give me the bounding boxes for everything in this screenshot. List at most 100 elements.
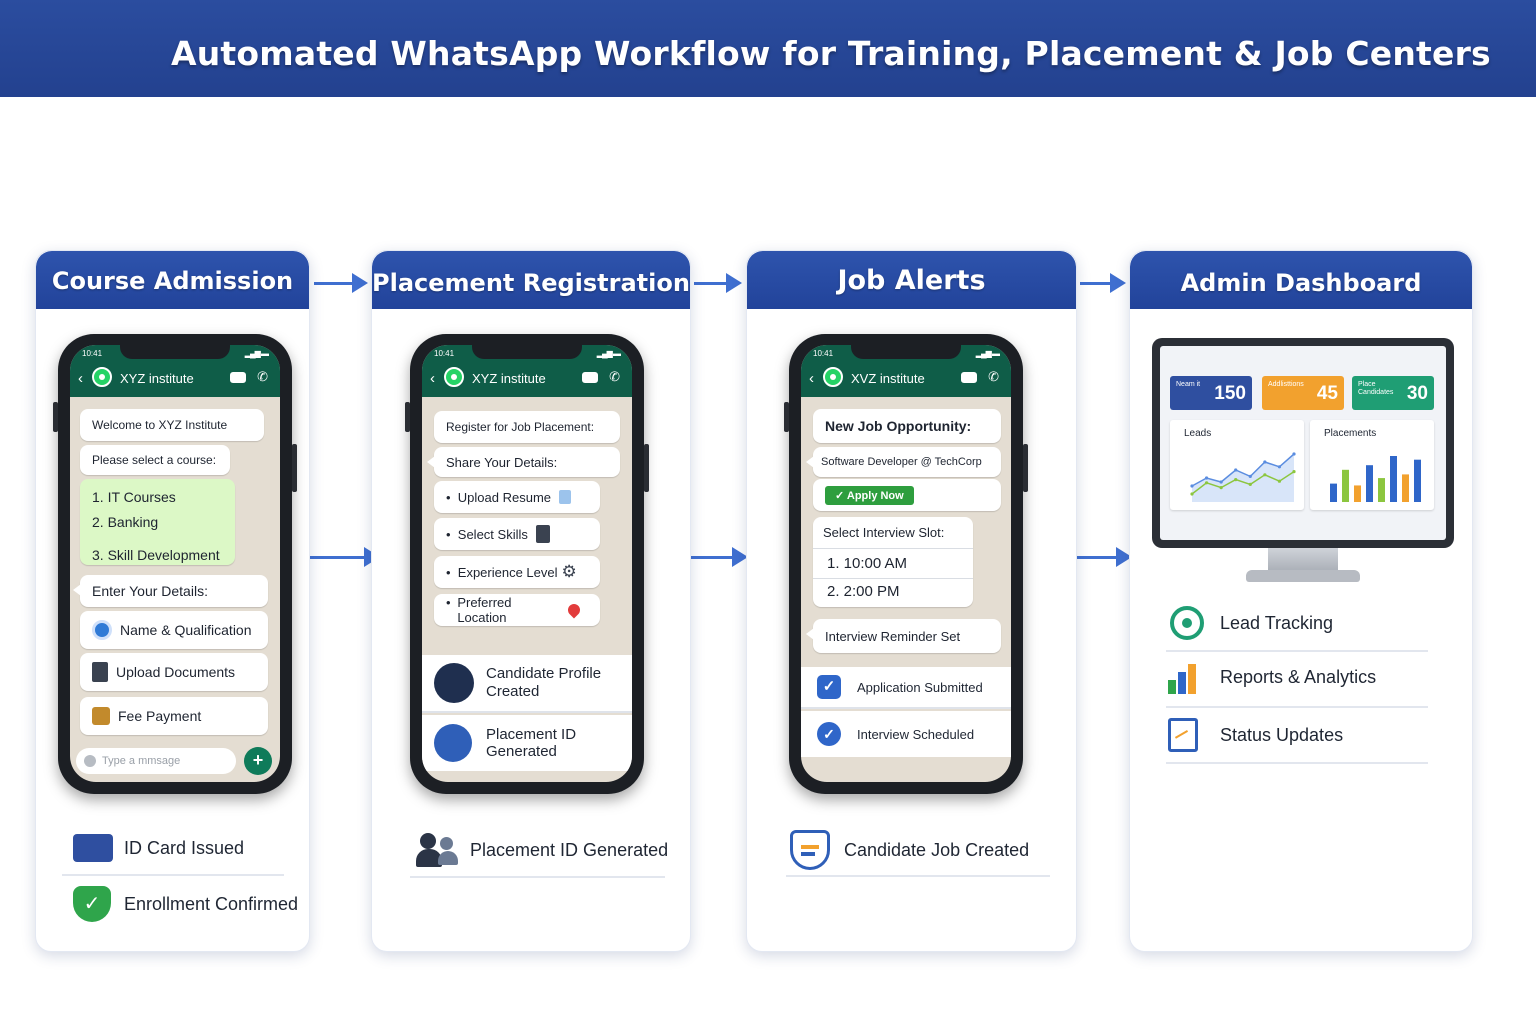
- job-title-message: Software Developer @ TechCorp: [806, 447, 1001, 477]
- reminder-text: Interview Reminder Set: [825, 628, 961, 644]
- user-plus-icon: [92, 620, 112, 640]
- placement-phone: 10:41 ▂▄▆ ▬ ‹ XYZ institute ✆ Register f…: [405, 334, 649, 794]
- job-alerts-phone: 10:41 ▂▄▆ ▬ ‹ XVZ institute ✆ New Job Op…: [784, 334, 1028, 794]
- flow-arrow-top-1: [314, 273, 368, 293]
- clipboard-chart-icon: [1168, 718, 1198, 752]
- status-time: 10:41: [434, 349, 455, 358]
- placement-id-generated-item: Placement ID Generated: [416, 833, 668, 867]
- send-button[interactable]: +: [244, 747, 272, 775]
- bar-chart-icon: [1168, 660, 1204, 694]
- new-job-text: New Job Opportunity:: [825, 418, 972, 434]
- whatsapp-icon: [444, 367, 464, 387]
- apply-now-label: Apply Now: [846, 489, 904, 502]
- message-input[interactable]: Type a mmsage: [76, 748, 236, 774]
- placements-bar: [1330, 483, 1337, 502]
- location-pin-icon: [565, 601, 583, 619]
- stat-value: 30: [1406, 383, 1428, 404]
- job-alerts-title: Job Alerts: [837, 265, 986, 296]
- upload-documents-option[interactable]: Upload Documents: [80, 653, 268, 691]
- candidate-job-created-label: Candidate Job Created: [844, 839, 1030, 860]
- select-skills-label: Select Skills: [457, 526, 528, 542]
- preferred-location-label: Preferred Location: [457, 595, 512, 625]
- back-icon[interactable]: ‹: [809, 370, 814, 387]
- admin-dashboard-header: Admin Dashboard: [1130, 251, 1472, 309]
- phone-screen: 10:41 ▂▄▆ ▬ ‹ XYZ institute ✆ Welcome to…: [70, 345, 280, 782]
- fee-payment-label: Fee Payment: [118, 708, 202, 724]
- divider: [410, 876, 665, 878]
- gear-icon: ⚙: [561, 562, 577, 581]
- placements-bar: [1414, 459, 1421, 502]
- whatsapp-header: 10:41 ▂▄▆ ▬ ‹ XYZ institute ✆: [70, 345, 280, 397]
- placements-bar: [1390, 456, 1397, 502]
- name-qualification-label: Name & Qualification: [120, 622, 252, 638]
- phone-notch: [851, 345, 961, 359]
- stat-label: Neam it: [1176, 381, 1201, 388]
- course-option-2[interactable]: 2. Banking: [92, 514, 159, 530]
- chat-name: XYZ institute: [472, 371, 546, 386]
- placement-id-label: Placement ID Generated: [486, 726, 577, 760]
- placements-bar: [1342, 469, 1349, 502]
- select-skills-option[interactable]: • Select Skills: [434, 518, 600, 550]
- id-card-issued-item: ID Card Issued: [73, 834, 244, 862]
- back-icon[interactable]: ‹: [78, 370, 83, 387]
- fee-payment-option[interactable]: Fee Payment: [80, 697, 268, 735]
- slot-option-2[interactable]: 2. 2:00 PM: [827, 583, 900, 600]
- job-alerts-header: Job Alerts: [747, 251, 1076, 309]
- placement-id-row: Placement ID Generated: [422, 715, 632, 771]
- feature-status-updates: Status Updates: [1168, 718, 1343, 752]
- welcome-message: Welcome to XYZ Institute: [80, 409, 264, 441]
- chat-name: XYZ institute: [120, 371, 194, 386]
- flow-arrow-mid-2: [650, 547, 748, 567]
- register-message: Register for Job Placement:: [434, 411, 620, 443]
- experience-level-option[interactable]: • Experience Level⚙: [434, 556, 600, 588]
- application-submitted-label: Application Submitted: [857, 679, 983, 695]
- apply-now-button[interactable]: ✓ Apply Now: [825, 485, 914, 505]
- document-icon: [92, 662, 108, 682]
- phone-call-icon[interactable]: ✆: [988, 369, 999, 384]
- profile-created-label: Candidate Profile Created: [486, 665, 602, 700]
- leads-area: [1192, 454, 1294, 502]
- upload-resume-option[interactable]: • Upload Resume: [434, 481, 600, 513]
- target-icon: [1170, 606, 1204, 640]
- phone-call-icon[interactable]: ✆: [257, 369, 268, 384]
- stat-value: 150: [1214, 383, 1246, 404]
- placements-bar: [1378, 478, 1385, 502]
- header-banner: Automated WhatsApp Workflow for Training…: [0, 0, 1536, 97]
- video-call-icon[interactable]: [961, 372, 977, 383]
- course-option-3[interactable]: 3. Skill Development: [92, 547, 220, 563]
- slot-option-1[interactable]: 1. 10:00 AM: [813, 549, 973, 579]
- video-call-icon[interactable]: [582, 372, 598, 383]
- lead-tracking-label: Lead Tracking: [1220, 612, 1334, 633]
- select-course-message: Please select a course:: [80, 445, 230, 475]
- video-call-icon[interactable]: [230, 372, 246, 383]
- stat-card: Neam it 150: [1170, 376, 1252, 410]
- user-icon: [434, 724, 472, 762]
- job-title-text: Software Developer @ TechCorp: [821, 456, 982, 468]
- checkbox-icon: ✓: [817, 675, 841, 699]
- leads-line-chart: [1190, 452, 1296, 502]
- share-details-text: Share Your Details:: [446, 454, 558, 470]
- signal-icon: ▂▄▆ ▬: [596, 349, 621, 358]
- leads-panel: Leads: [1170, 420, 1304, 510]
- back-icon[interactable]: ‹: [430, 370, 435, 387]
- id-card-label: ID Card Issued: [124, 837, 245, 858]
- placement-id-generated-label: Placement ID Generated: [470, 839, 669, 860]
- clipboard-icon: [535, 525, 550, 543]
- name-qualification-option[interactable]: Name & Qualification: [80, 611, 268, 649]
- reminder-message: Interview Reminder Set: [806, 619, 1001, 653]
- chat-name: XVZ institute: [851, 371, 925, 386]
- people-icon: [416, 833, 458, 867]
- phone-call-icon[interactable]: ✆: [609, 369, 620, 384]
- monitor-base: [1246, 570, 1360, 582]
- phone-screen: 10:41 ▂▄▆ ▬ ‹ XYZ institute ✆ Register f…: [422, 345, 632, 782]
- profile-created-row: Candidate Profile Created: [422, 655, 632, 713]
- upload-resume-label: Upload Resume: [457, 489, 551, 505]
- share-details-message: Share Your Details:: [427, 447, 620, 477]
- file-icon: [559, 490, 571, 504]
- divider: [62, 874, 284, 876]
- placements-bar: [1402, 474, 1409, 502]
- preferred-location-option[interactable]: • Preferred Location: [434, 594, 600, 626]
- course-option-1[interactable]: 1. IT Courses: [92, 489, 176, 505]
